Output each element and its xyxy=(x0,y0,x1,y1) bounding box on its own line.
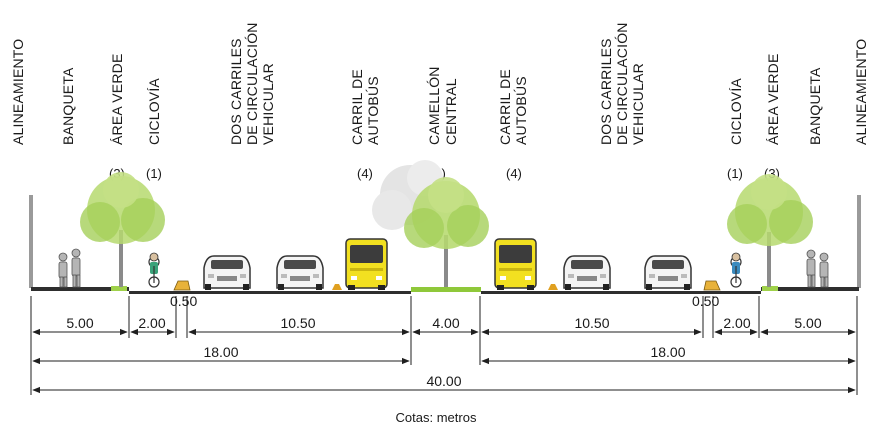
vertical-labels: ALINEAMIENTO BANQUETA ÁREA VERDE CICLOVÍ… xyxy=(10,22,869,145)
tree-median xyxy=(404,177,489,287)
pedestrians-left xyxy=(58,248,81,288)
label-carriles-left-3: VEHICULAR xyxy=(260,63,276,145)
label-camellon-1: CAMELLÓN xyxy=(426,66,442,145)
label-carriles-left-2: DE CIRCULACIÓN xyxy=(244,22,260,145)
bus-lane-divider-right xyxy=(548,284,558,290)
bike-buffer-left xyxy=(173,280,191,291)
dimension-lines xyxy=(30,296,858,395)
sidewalk-right xyxy=(761,287,859,291)
label-carriles-right-3: VEHICULAR xyxy=(630,63,646,145)
note-4-right: (4) xyxy=(506,166,522,181)
note-1-right: (1) xyxy=(727,166,743,181)
road-right xyxy=(481,291,761,294)
label-ciclovia-left: CICLOVÍA xyxy=(146,78,162,145)
label-carril-bus-right-2: AUTOBÚS xyxy=(513,76,529,145)
dim-carriles-right: 10.50 xyxy=(574,315,609,331)
ground-profile xyxy=(31,286,859,294)
alineamiento-post-right xyxy=(857,195,861,288)
bike-buffer-right xyxy=(703,280,721,291)
dim-half-right: 18.00 xyxy=(650,344,685,360)
units-caption: Cotas: metros xyxy=(396,410,477,425)
label-camellon-2: CENTRAL xyxy=(443,78,459,145)
bus-right xyxy=(494,238,537,290)
alineamiento-post-left xyxy=(29,195,33,288)
dim-gap-left: 0.50 xyxy=(170,293,197,309)
dim-ciclovia-right: 2.00 xyxy=(723,315,750,331)
cyclist-left xyxy=(148,252,160,288)
tree-left xyxy=(80,172,165,287)
road-left xyxy=(129,291,411,294)
dim-ciclovia-left: 2.00 xyxy=(138,315,165,331)
dim-camellon: 4.00 xyxy=(432,315,459,331)
dim-banqueta-left: 5.00 xyxy=(66,315,93,331)
label-alineamiento-right: ALINEAMIENTO xyxy=(853,39,869,145)
dim-half-left: 18.00 xyxy=(203,344,238,360)
car-left-2 xyxy=(276,255,324,290)
car-right-2 xyxy=(644,255,692,290)
note-4-left: (4) xyxy=(357,166,373,181)
label-area-verde-right: ÁREA VERDE xyxy=(765,54,781,145)
sidewalk-left xyxy=(31,287,129,291)
dim-total: 40.00 xyxy=(426,373,461,389)
dim-banqueta-right: 5.00 xyxy=(794,315,821,331)
tree-right xyxy=(727,174,813,287)
label-banqueta-right: BANQUETA xyxy=(807,67,823,145)
bus-lane-divider-left xyxy=(332,284,342,290)
grass-strip-left xyxy=(111,286,127,291)
bus-left xyxy=(345,238,388,290)
cyclist-right xyxy=(730,252,742,288)
grass-strip-right xyxy=(762,286,778,291)
label-alineamiento-left: ALINEAMIENTO xyxy=(10,39,26,145)
label-carriles-right-1: DOS CARRILES xyxy=(598,38,614,145)
car-left-1 xyxy=(203,255,251,290)
note-1-left: (1) xyxy=(146,166,162,181)
label-carril-bus-right-1: CARRIL DE xyxy=(497,69,513,145)
label-carril-bus-left-1: CARRIL DE xyxy=(349,69,365,145)
label-area-verde-left: ÁREA VERDE xyxy=(109,54,125,145)
car-right-1 xyxy=(563,255,611,290)
label-ciclovia-right: CICLOVÍA xyxy=(728,78,744,145)
label-carriles-left-1: DOS CARRILES xyxy=(228,38,244,145)
pedestrians-right xyxy=(806,249,829,288)
dim-carriles-left: 10.50 xyxy=(280,315,315,331)
label-banqueta-left: BANQUETA xyxy=(60,67,76,145)
label-carril-bus-left-2: AUTOBÚS xyxy=(365,76,381,145)
dimension-values: 0.50 0.50 5.00 2.00 10.50 4.00 10.50 2.0… xyxy=(66,293,821,389)
tree-median-shadow xyxy=(372,160,443,230)
median-grass xyxy=(411,287,481,292)
dim-gap-right: 0.50 xyxy=(692,293,719,309)
label-carriles-right-2: DE CIRCULACIÓN xyxy=(614,22,630,145)
